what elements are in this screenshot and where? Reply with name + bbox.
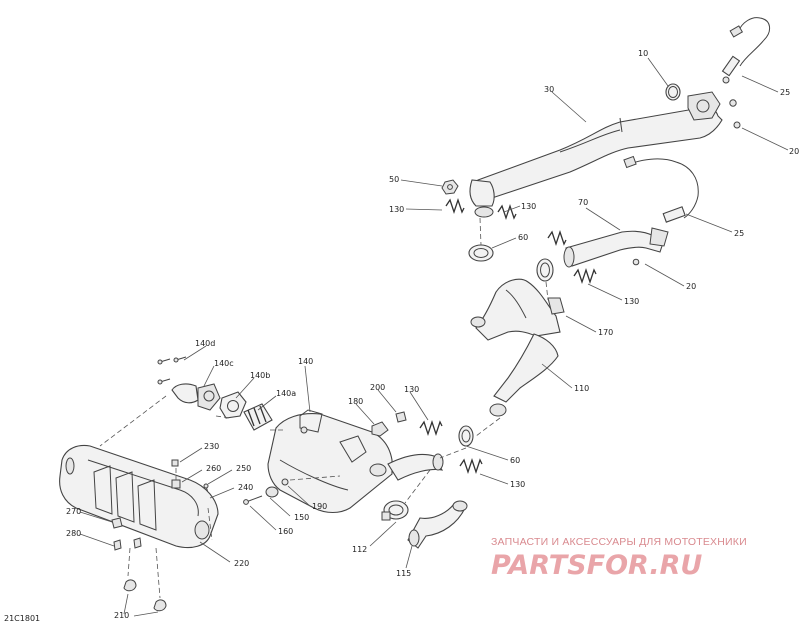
callout-30: 30 [544,85,554,94]
callout-60-top: 60 [518,233,528,242]
callout-140b: 140b [250,371,270,380]
header-pipe-30 [469,91,741,218]
callout-220: 220 [234,559,249,568]
callout-250: 250 [236,464,251,473]
callout-140: 140 [298,357,313,366]
callout-130-d: 130 [404,385,419,394]
callout-130-a: 130 [389,205,404,214]
springs-130-upper [445,197,567,247]
callout-112: 112 [352,545,367,554]
y-pipe-170 [470,278,565,341]
callout-25-top: 25 [780,88,790,97]
callout-110: 110 [574,384,589,393]
clip-260 [171,479,181,489]
callout-200: 200 [370,383,385,392]
gasket-10 [665,83,681,101]
callout-115: 115 [396,569,411,578]
oxygen-sensor-top [721,17,770,84]
bolt-230 [171,459,179,467]
screw-280 [113,537,142,551]
heat-shield-220 [59,444,219,549]
callout-150: 150 [294,513,309,522]
clamp-112 [381,500,409,521]
springs-130-lower [419,419,483,475]
callout-25-mid: 25 [734,229,744,238]
pipe-110 [489,333,559,417]
callout-50-top: 50 [389,175,399,184]
callout-20-top: 20 [789,147,799,156]
sleeve-140a [243,403,273,431]
callout-190: 190 [312,502,327,511]
nut-200 [395,411,407,423]
callout-280: 280 [66,529,81,538]
washer-180 [371,421,389,437]
callout-230: 230 [204,442,219,451]
gasket-60-lower [458,425,474,447]
callout-130-e: 130 [510,480,525,489]
callout-180: 180 [348,397,363,406]
callout-210: 210 [114,611,129,620]
callout-140c: 140c [214,359,234,368]
watermark-tagline: ЗАПЧАСТИ И АКСЕССУАРЫ ДЛЯ МОТОТЕХНИКИ [491,536,747,548]
alignment-lines [99,217,549,599]
diagram-code: 21C1801 [4,614,40,623]
pipe-70 [563,155,699,268]
callout-130-c: 130 [624,297,639,306]
callout-60-lower: 60 [510,456,520,465]
callout-260: 260 [206,464,221,473]
callout-140a: 140a [276,389,296,398]
spring-130-right [573,267,597,285]
callout-70: 70 [578,198,588,207]
tail-pipe-115 [407,500,468,549]
flange-140c [171,383,221,411]
leader-lines [79,57,789,617]
bolts-140d [157,356,187,385]
callout-270: 270 [66,507,81,516]
watermark: ЗАПЧАСТИ И АКСЕССУАРЫ ДЛЯ МОТОТЕХНИКИ PA… [491,536,747,581]
callout-160: 160 [278,527,293,536]
nut-270 [111,517,123,529]
watermark-logo: PARTSFOR.RU [491,550,702,581]
callout-240: 240 [238,483,253,492]
callout-10: 10 [638,49,648,58]
callout-20-mid: 20 [686,282,696,291]
gasket-60-upper [468,244,554,282]
nut-50-top [441,179,459,195]
grommets-210 [123,579,167,612]
callout-labels: 10 25 30 20 50 130 130 60 70 25 20 130 1… [66,49,799,620]
gasket-140b [219,391,247,419]
callout-130-b: 130 [521,202,536,211]
callout-170: 170 [598,328,613,337]
callout-140d: 140d [195,339,215,348]
muffler-140 [267,409,444,514]
